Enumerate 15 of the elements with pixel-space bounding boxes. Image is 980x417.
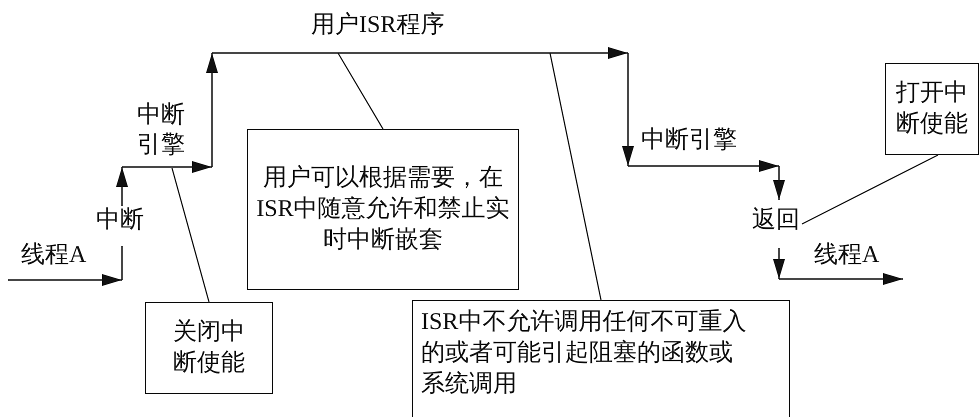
leader-line <box>171 168 210 302</box>
step-label: 中断引擎 <box>137 101 186 160</box>
leader-line <box>337 52 384 130</box>
note-box: 用户可以根据需要，在ISR中随意允许和禁止实时中断嵌套 <box>247 129 519 290</box>
step-label: 中断引擎 <box>641 126 737 155</box>
step-label: 中断 <box>96 206 144 235</box>
note-box: 关闭中断使能 <box>145 302 273 394</box>
note-box: ISR中不允许调用任何不可重入的或者可能引起阻塞的函数或系统调用 <box>412 300 790 417</box>
step-label: 线程A <box>814 241 880 270</box>
leader-line <box>802 154 938 225</box>
leader-line <box>549 52 602 300</box>
step-label: 返回 <box>752 205 800 235</box>
step-label: 线程A <box>21 241 86 270</box>
step-label: 用户ISR程序 <box>311 10 444 40</box>
note-box: 打开中断使能 <box>885 63 979 155</box>
